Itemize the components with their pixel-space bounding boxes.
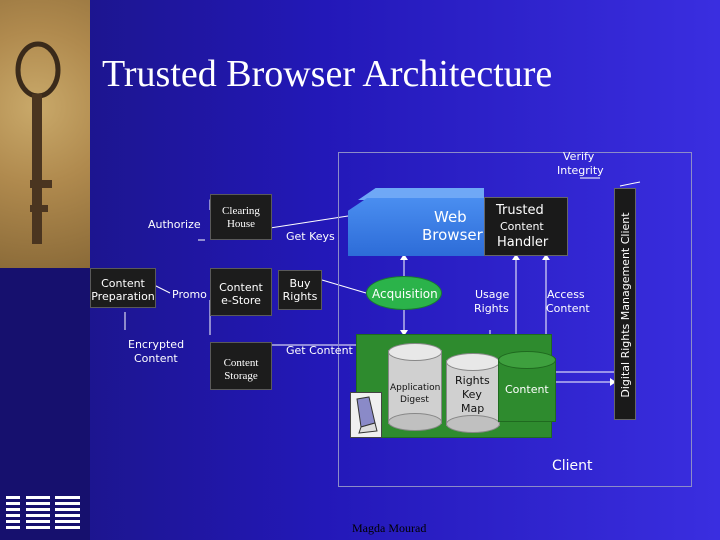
client-boundary bbox=[338, 152, 692, 487]
buy-rights-box: Buy Rights bbox=[278, 270, 322, 310]
application-digest-label-1: Application bbox=[390, 383, 441, 393]
content-cylinder-label: Content bbox=[505, 383, 549, 396]
content-storage-box: Content Storage bbox=[210, 342, 272, 390]
buy-rights-label-1: Buy bbox=[289, 277, 311, 290]
drm-client-bar: Digital Rights Management Client bbox=[614, 188, 636, 420]
clearing-house-box: Clearing House bbox=[210, 194, 272, 240]
rights-key-map-cylinder bbox=[446, 353, 500, 433]
rights-key-map-label-3: Map bbox=[461, 402, 485, 415]
client-label: Client bbox=[552, 458, 593, 474]
drm-client-label: Digital Rights Management Client bbox=[619, 212, 632, 398]
authorize-label: Authorize bbox=[148, 218, 201, 231]
access-content-label-2: Content bbox=[546, 302, 590, 315]
get-keys-label: Get Keys bbox=[286, 230, 335, 243]
content-storage-label-2: Storage bbox=[224, 370, 258, 382]
content-preparation-label-1: Content bbox=[101, 277, 145, 290]
page-title: Trusted Browser Architecture bbox=[102, 53, 553, 95]
content-preparation-label-2: Preparation bbox=[91, 290, 155, 303]
encrypted-content-label-1: Encrypted bbox=[128, 338, 185, 351]
web-browser-label-1: Web bbox=[434, 208, 467, 226]
clearing-house-label-1: Clearing bbox=[222, 205, 260, 217]
key-photo bbox=[0, 0, 90, 268]
trusted-handler-label-3: Handler bbox=[497, 235, 549, 250]
web-browser-top bbox=[358, 188, 484, 200]
application-digest-label-2: Digest bbox=[400, 395, 429, 405]
footer-author: Magda Mourad bbox=[352, 521, 427, 535]
promo-label: Promo bbox=[172, 288, 207, 301]
content-storage-label-1: Content bbox=[223, 357, 259, 369]
rights-key-map-label-2: Key bbox=[462, 388, 482, 401]
verify-integrity-label-2: Integrity bbox=[557, 164, 604, 177]
content-estore-box: Content e-Store bbox=[210, 268, 272, 316]
content-cylinder bbox=[498, 351, 556, 422]
verify-integrity-label-1: Verify bbox=[563, 150, 595, 163]
content-estore-label-2: e-Store bbox=[221, 294, 261, 307]
acquisition-node bbox=[366, 276, 442, 310]
access-content-label-1: Access bbox=[547, 288, 585, 301]
trusted-handler-label-2: Content bbox=[500, 220, 544, 233]
clearing-house-label-2: House bbox=[226, 218, 256, 230]
rights-key-map-label-1: Rights bbox=[455, 374, 490, 387]
get-content-label: Get Content bbox=[286, 344, 353, 357]
content-preparation-box: Content Preparation bbox=[90, 268, 156, 308]
trusted-handler-label-1: Trusted bbox=[496, 203, 544, 218]
usage-rights-label-1: Usage bbox=[475, 288, 510, 301]
shoe-image bbox=[350, 392, 382, 438]
web-browser-label-2: Browser bbox=[422, 226, 483, 244]
encrypted-content-label-2: Content bbox=[134, 352, 178, 365]
application-digest-cylinder bbox=[388, 343, 442, 431]
web-browser-box bbox=[348, 198, 484, 256]
trusted-content-handler-box bbox=[484, 197, 568, 256]
ibm-logo bbox=[6, 494, 80, 530]
acquisition-label: Acquisition bbox=[372, 287, 438, 301]
content-estore-label-1: Content bbox=[219, 281, 263, 294]
buy-rights-label-2: Rights bbox=[282, 290, 318, 303]
usage-rights-label-2: Rights bbox=[474, 302, 509, 315]
